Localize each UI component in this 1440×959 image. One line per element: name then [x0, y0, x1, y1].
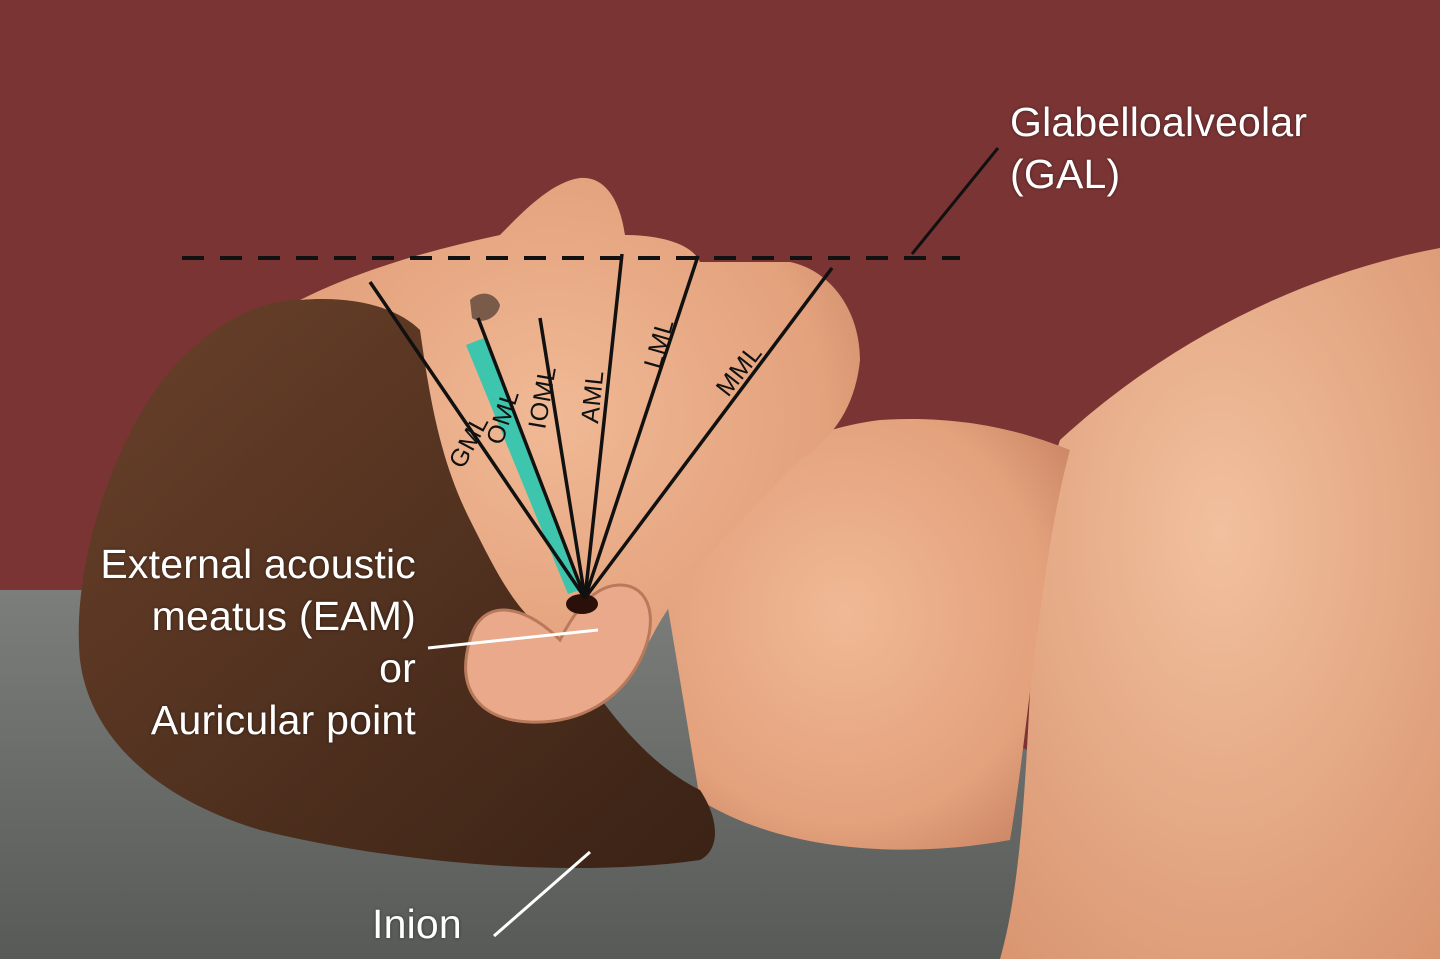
eam-label-line1: External acoustic — [100, 541, 416, 587]
baseline-fan — [368, 253, 834, 600]
gal-label-line1: Glabelloalveolar — [1010, 99, 1308, 145]
eam-label-line4: Auricular point — [150, 697, 416, 743]
aml-label: AML — [576, 369, 609, 425]
oml-highlight — [466, 338, 580, 594]
shoulder — [1000, 248, 1440, 959]
hair — [78, 299, 716, 869]
neck — [660, 419, 1070, 850]
eam-leader-line — [427, 628, 599, 650]
aml-line — [583, 253, 624, 599]
ear — [464, 583, 652, 724]
ioml-line — [538, 317, 587, 599]
lml-line — [583, 255, 700, 599]
gal-leader-line — [910, 147, 1000, 255]
eam-label-line3: or — [379, 645, 416, 691]
eam-label: External acoustic meatus (EAM) or Auricu… — [100, 538, 416, 746]
gal-label-line2: (GAL) — [1010, 151, 1121, 197]
gml-line — [368, 281, 587, 599]
oml-line — [476, 317, 587, 599]
mml-line — [583, 266, 834, 600]
inion-leader-line — [493, 850, 591, 938]
inion-label: Inion — [372, 901, 462, 947]
ear-canal-icon — [566, 594, 598, 614]
eye-icon — [470, 293, 500, 321]
gal-label: Glabelloalveolar (GAL) — [1010, 96, 1307, 200]
eam-label-line2: meatus (EAM) — [151, 593, 416, 639]
